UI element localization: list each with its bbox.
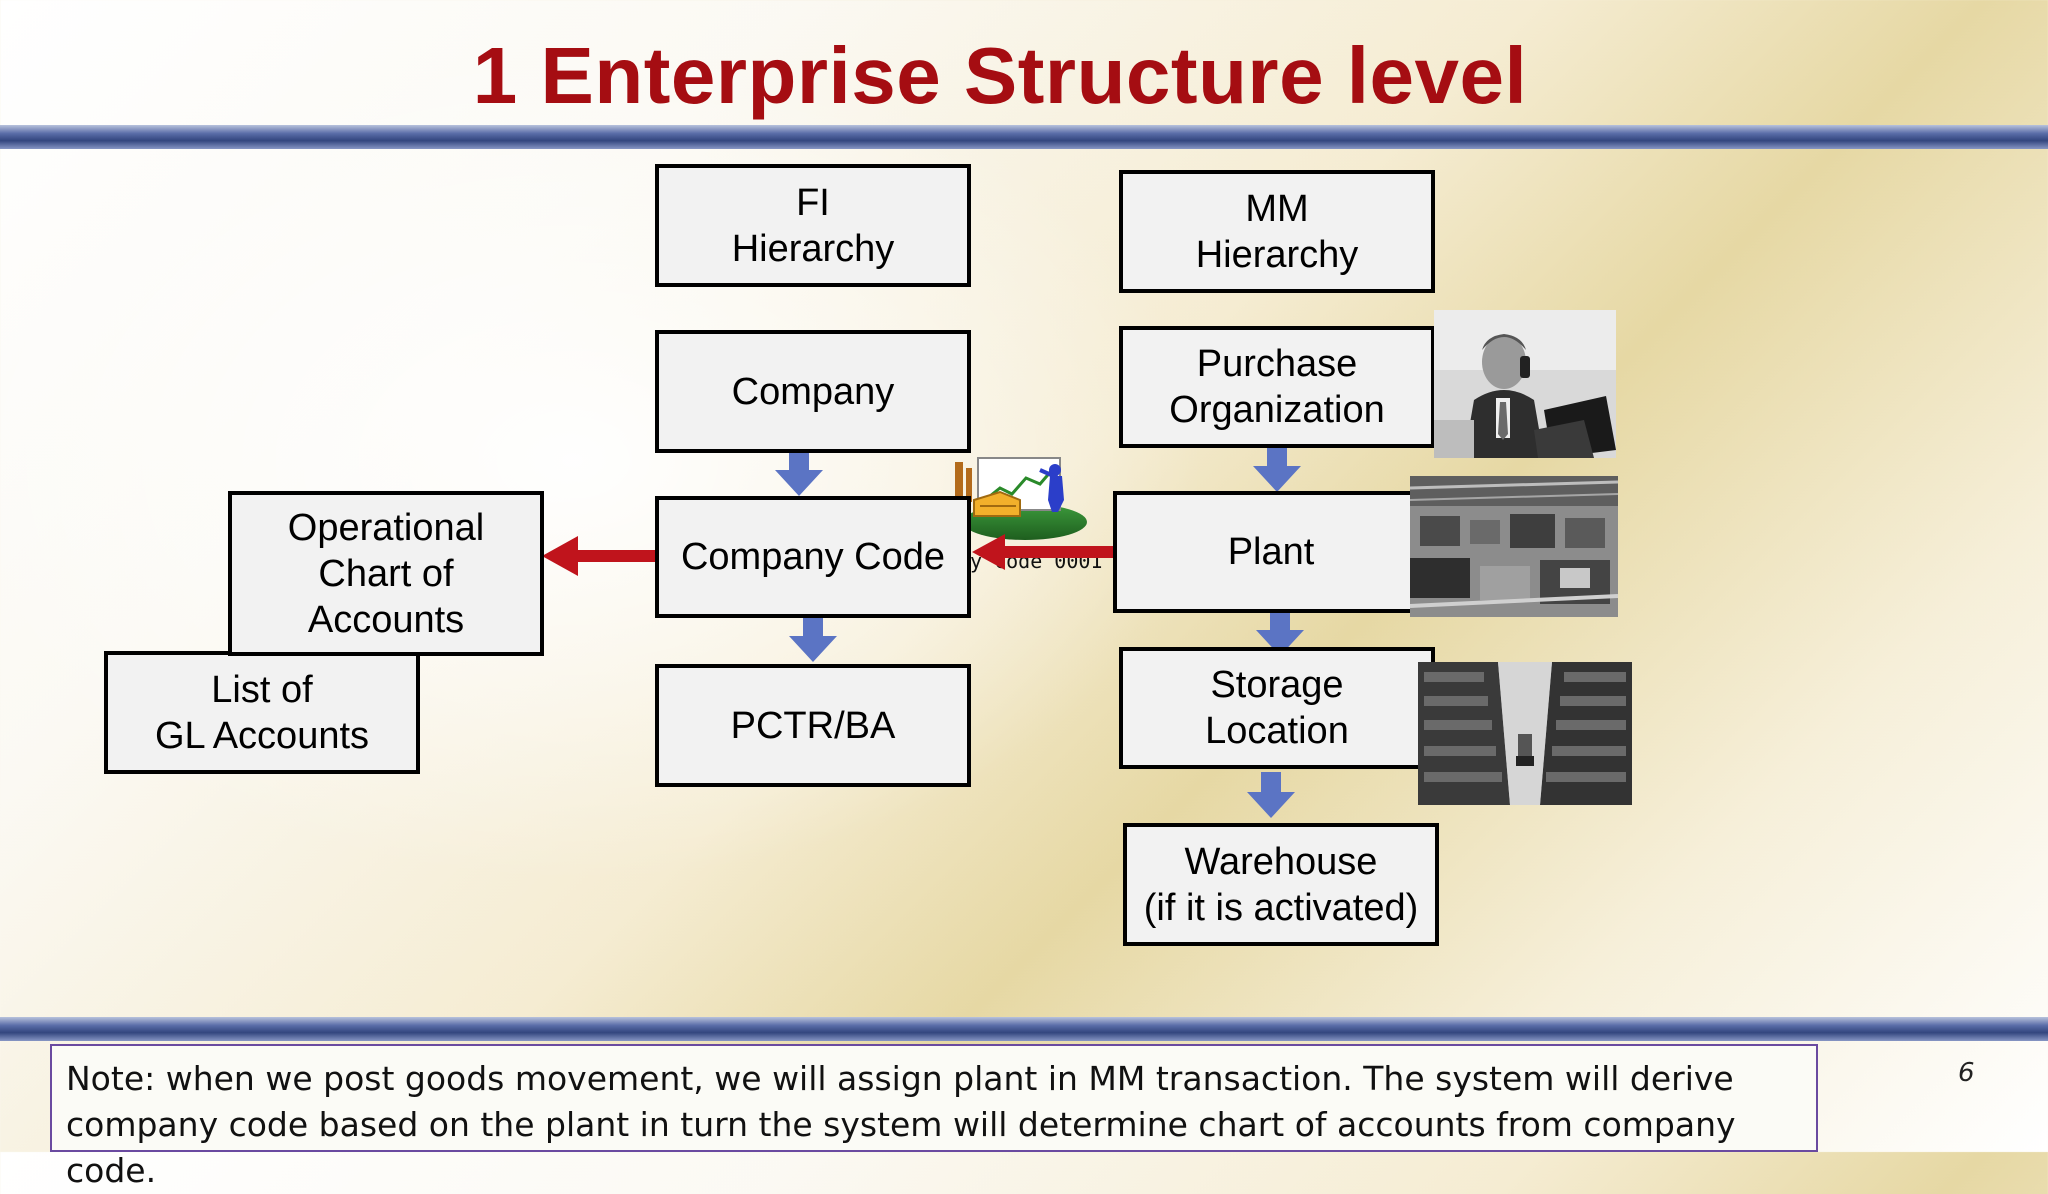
gl-accounts-box: List of GL Accounts bbox=[104, 651, 420, 774]
storage-location-box: Storage Location bbox=[1119, 647, 1435, 769]
company-code-box: Company Code bbox=[655, 496, 971, 618]
arrow-code-to-coa bbox=[542, 536, 656, 576]
top-divider-band bbox=[0, 125, 2048, 149]
speaker-note: Note: when we post goods movement, we wi… bbox=[50, 1044, 1818, 1190]
factory-floor-photo bbox=[1410, 476, 1618, 617]
warehouse-aisle-photo bbox=[1418, 662, 1632, 805]
bottom-divider-band bbox=[0, 1017, 2048, 1041]
factory-chart-clipart: y code 0001 bbox=[955, 457, 1102, 573]
purchase-org-box: Purchase Organization bbox=[1119, 326, 1435, 448]
diagram-connectors: y code 0001 bbox=[542, 448, 1304, 818]
arrow-plant-to-storage bbox=[1256, 612, 1304, 656]
arrow-code-to-pctr bbox=[789, 618, 837, 662]
operational-coa-box: Operational Chart of Accounts bbox=[228, 491, 544, 656]
fi-hierarchy-box: FI Hierarchy bbox=[655, 164, 971, 287]
arrow-storage-to-warehouse bbox=[1247, 772, 1295, 818]
pctr-ba-box: PCTR/BA bbox=[655, 664, 971, 787]
arrow-company-to-code bbox=[775, 453, 823, 496]
company-box: Company bbox=[655, 330, 971, 453]
page-number: 6 bbox=[1958, 1058, 1975, 1088]
mm-hierarchy-box: MM Hierarchy bbox=[1119, 170, 1435, 293]
slide-title: 1 Enterprise Structure level bbox=[472, 31, 1528, 120]
arrow-purchorg-to-plant bbox=[1253, 448, 1301, 492]
plant-box: Plant bbox=[1113, 491, 1429, 613]
warehouse-box: Warehouse (if it is activated) bbox=[1123, 823, 1439, 946]
businessman-photo bbox=[1434, 310, 1616, 458]
arrow-plant-to-company-code bbox=[972, 534, 1116, 570]
